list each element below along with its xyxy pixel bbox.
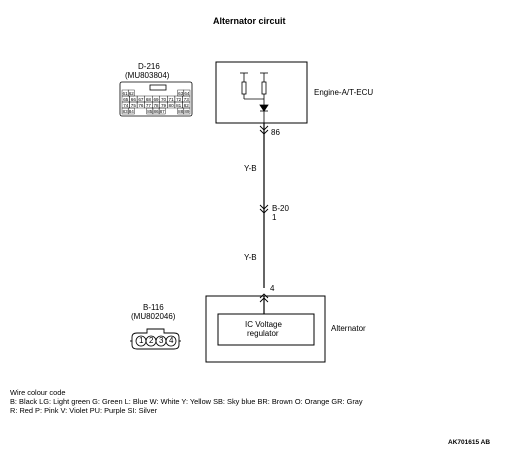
ecu-pin-number-78: 78 <box>153 103 159 108</box>
ecu-pin-number: 86 <box>271 128 280 137</box>
ecu-pin-number-81: 81 <box>176 103 182 108</box>
ecu-pin-number-74: 74 <box>123 103 129 108</box>
alternator-pin-number: 4 <box>270 284 275 293</box>
alt-pin-3-label: 3 <box>159 336 164 345</box>
ecu-label: Engine-A/T-ECU <box>314 88 374 97</box>
ecu-connector-id: D-216 <box>138 62 160 71</box>
ecu-pin-number-84: 84 <box>129 109 135 114</box>
alt-pin-2-label: 2 <box>149 336 154 345</box>
ecu-pin-number-77: 77 <box>146 103 152 108</box>
ecu-pin-number-87: 87 <box>160 109 166 114</box>
ecu-pin-number-65: 65 <box>123 97 129 102</box>
ecu-connector-face <box>119 81 193 117</box>
intermediate-connector-pin: 1 <box>272 213 277 222</box>
intermediate-connector-id: B-20 <box>272 204 289 213</box>
ecu-pin-number-71: 71 <box>169 97 175 102</box>
ecu-pin-connector-symbol <box>259 125 269 135</box>
ecu-pin-number-64: 64 <box>184 91 190 96</box>
alt-connector-pins <box>135 335 177 347</box>
wire-color-top: Y-B <box>244 164 257 173</box>
ecu-pin-number-88: 88 <box>178 109 184 114</box>
ecu-pin-number-80: 80 <box>169 103 175 108</box>
ecu-pin-number-82: 82 <box>184 103 190 108</box>
alt-connector-face <box>130 328 181 350</box>
ecu-pin-number-79: 79 <box>161 103 167 108</box>
ecu-pin-number-69: 69 <box>153 97 159 102</box>
ecu-pin-number-83: 83 <box>123 109 129 114</box>
ecu-pin-number-68: 68 <box>146 97 152 102</box>
diagram-title: Alternator circuit <box>213 16 286 26</box>
ecu-pin-number-62: 62 <box>129 91 135 96</box>
alt-pin-1-label: 1 <box>139 336 144 345</box>
alt-connector-id: B-116 <box>143 303 164 312</box>
wire-color-bottom: Y-B <box>244 253 257 262</box>
ecu-connector-part: (MU803804) <box>125 71 170 80</box>
ecu-pin-number-67: 67 <box>138 97 144 102</box>
ecu-pin-number-70: 70 <box>161 97 167 102</box>
regulator-label-line1: IC Voltage <box>245 320 282 329</box>
legend-heading: Wire colour code <box>10 388 66 397</box>
ecu-pin-number-89: 89 <box>184 109 190 114</box>
legend-line-2: R: Red P: Pink V: Violet PU: Purple SI: … <box>10 406 158 415</box>
figure-reference: AK701615 AB <box>448 439 491 446</box>
ecu-pin-cell <box>127 107 135 115</box>
ecu-pin-number-72: 72 <box>176 97 182 102</box>
ic-voltage-regulator-box <box>217 313 315 346</box>
regulator-label-line2: regulator <box>247 329 279 338</box>
ecu-box <box>215 61 308 124</box>
ecu-pin-cell <box>183 107 191 115</box>
ecu-pin-number-66: 66 <box>131 97 137 102</box>
ecu-pin-number-73: 73 <box>184 97 190 102</box>
ecu-pin-number-61: 61 <box>123 91 129 96</box>
ecu-internal-circuit <box>240 72 269 123</box>
b20-connector-symbol <box>259 204 269 214</box>
ecu-pin-number-86: 86 <box>153 109 159 114</box>
ecu-pin-number-75: 75 <box>131 103 137 108</box>
alternator-box <box>205 295 326 363</box>
ecu-pin-number-76: 76 <box>138 103 144 108</box>
ecu-pin-number-85: 85 <box>147 109 153 114</box>
alt-pin-4-label: 4 <box>169 336 174 345</box>
legend-line-1: B: Black LG: Light green G: Green L: Blu… <box>10 397 363 406</box>
alternator-label: Alternator <box>331 324 366 333</box>
alt-pin-4 <box>165 335 177 347</box>
ecu-pin-number-63: 63 <box>178 91 184 96</box>
alt-connector-part: (MU802046) <box>131 312 176 321</box>
ecu-pin-cell <box>158 107 166 115</box>
